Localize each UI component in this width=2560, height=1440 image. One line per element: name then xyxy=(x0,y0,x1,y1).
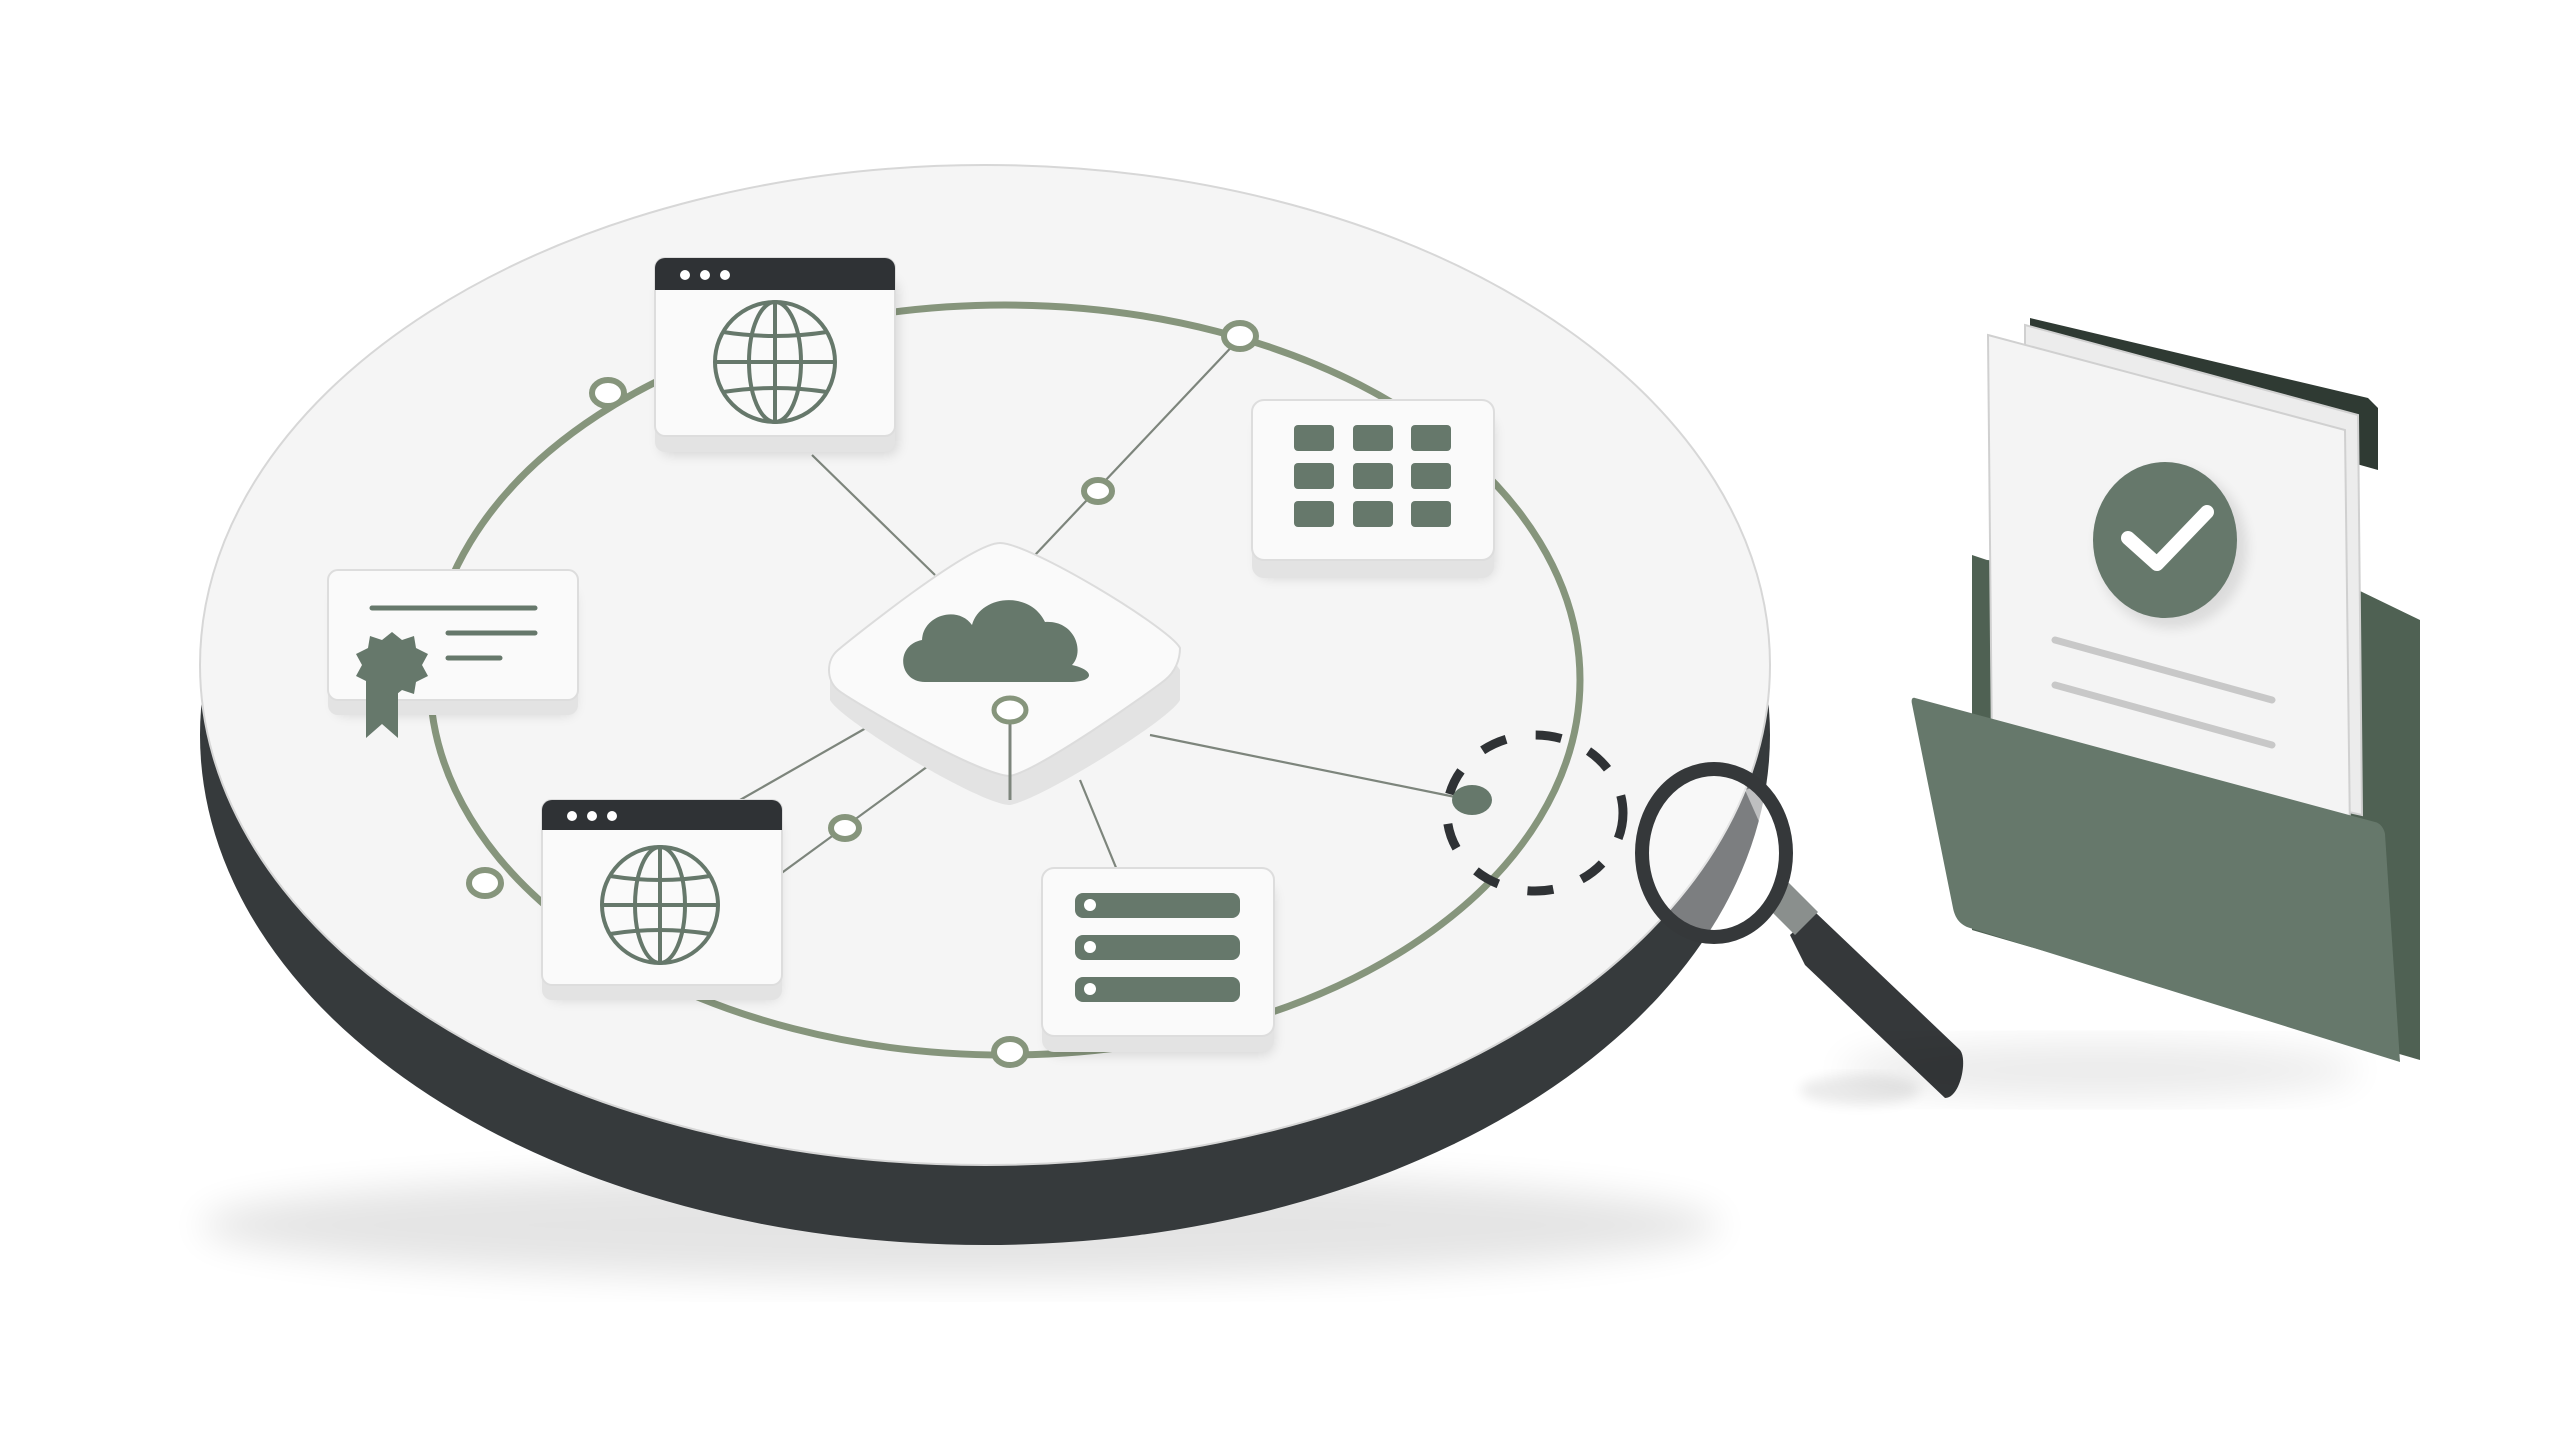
window-dot xyxy=(567,811,577,821)
document-text-line xyxy=(2051,636,2276,704)
window-dot xyxy=(680,270,690,280)
magnifier-lens-ring xyxy=(1635,762,1793,944)
ring-node xyxy=(828,814,862,842)
magnifying-glass-icon xyxy=(1635,762,1964,1105)
connector-hub-list xyxy=(1078,779,1119,871)
connector-hub-grid xyxy=(1034,337,1241,556)
check-mark xyxy=(2121,505,2214,571)
browser-toolbar xyxy=(542,800,782,830)
ring-node xyxy=(466,867,504,899)
window-dot xyxy=(607,811,617,821)
app-grid-icon xyxy=(1294,425,1451,527)
hub-port xyxy=(991,695,1029,725)
orbit-nodes xyxy=(466,320,1259,1068)
globe-icon xyxy=(600,845,720,965)
connectors xyxy=(739,337,1471,881)
folder-front-pocket xyxy=(1911,697,2400,1062)
document-text-line xyxy=(2051,681,2276,749)
badge-rosette xyxy=(356,632,428,698)
connector-hub-audit-node xyxy=(1149,733,1471,802)
browser-card-bottom xyxy=(541,799,783,1000)
ring-node xyxy=(589,377,627,409)
connector-hub-left xyxy=(739,719,881,801)
ring-node xyxy=(1081,477,1115,505)
globe-icon xyxy=(713,300,837,424)
list-card xyxy=(1041,867,1275,1055)
dashed-selection-ring xyxy=(1442,730,1628,896)
ring-node xyxy=(991,1036,1029,1068)
cloud-hub xyxy=(828,541,1182,805)
audit-node xyxy=(1452,785,1492,815)
audit-target xyxy=(1442,730,1628,896)
award-badge-icon xyxy=(356,632,428,738)
certificate-card xyxy=(327,569,579,738)
cloud-icon xyxy=(903,600,1090,682)
check-circle-icon xyxy=(2093,462,2247,628)
window-dot xyxy=(587,811,597,821)
browser-toolbar xyxy=(655,258,895,290)
connector-hub-bottom-browser xyxy=(771,749,951,881)
list-icon xyxy=(1075,893,1240,1002)
browser-card-top xyxy=(654,257,898,455)
approved-folder xyxy=(1840,318,2420,1098)
window-dot xyxy=(720,270,730,280)
app-grid-card xyxy=(1251,399,1495,578)
check-disc xyxy=(2093,462,2237,618)
window-dot xyxy=(700,270,710,280)
ring-node xyxy=(1221,320,1259,352)
connector-hub-top-browser xyxy=(811,454,936,576)
